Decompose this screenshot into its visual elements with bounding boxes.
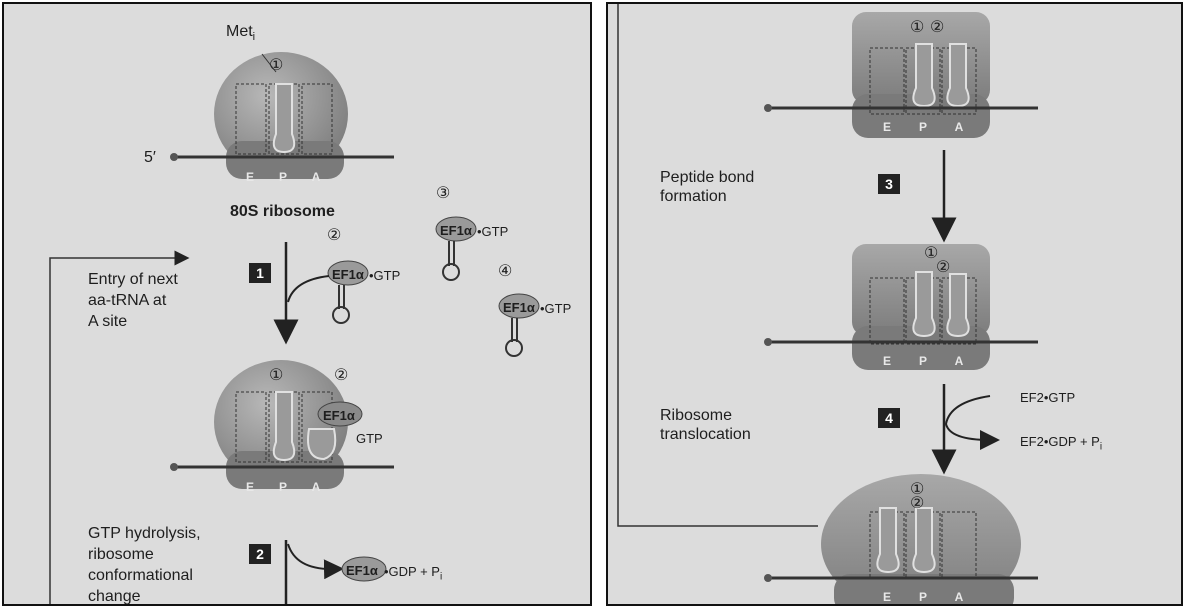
step4-line1: Ribosome xyxy=(660,407,733,424)
right-panel: ① ② E P A Peptide bond formation 3 ① ② E… xyxy=(606,2,1183,606)
gdp-label: •GDP + Pi xyxy=(384,564,443,583)
ef1a-gdp-icon xyxy=(341,556,387,582)
ribosome-r2 xyxy=(764,244,1038,370)
r-circled-1-mid: ① xyxy=(924,245,939,262)
step-1-badge: 1 xyxy=(249,263,271,283)
r-site-a-2: A xyxy=(954,354,964,368)
five-prime-label: 5′ xyxy=(144,149,156,166)
r-circled-2-mid: ② xyxy=(936,259,951,276)
step1-line1: Entry of next xyxy=(88,271,178,288)
ef1a-complex-3 xyxy=(435,216,477,281)
gtp-2: •GTP xyxy=(369,268,401,283)
ef1a-complex-2 xyxy=(327,260,369,324)
ef2-gdp-label: EF2•GDP + Pi xyxy=(1020,434,1103,453)
r-site-e-2: E xyxy=(882,354,891,368)
r-site-e-3: E xyxy=(882,590,891,604)
site-a-mid: A xyxy=(311,480,321,494)
circled-4: ④ xyxy=(498,263,513,280)
step3-line2: formation xyxy=(660,188,727,205)
step-2-badge: 2 xyxy=(249,544,271,564)
step2-line1: GTP hydrolysis, xyxy=(88,525,201,542)
left-diagram xyxy=(49,52,540,604)
circled-1-mid: ① xyxy=(269,367,284,384)
circled-1-top: ① xyxy=(269,57,284,74)
ribosome-r1 xyxy=(764,12,1038,138)
met-label: Meti xyxy=(226,23,256,44)
r-site-p-3: P xyxy=(918,590,927,604)
r-circled-2-bot: ② xyxy=(910,495,925,512)
ribosome-top xyxy=(170,52,394,179)
r-site-a-3: A xyxy=(954,590,964,604)
trna-met-icon xyxy=(272,83,296,154)
step2-line4: change xyxy=(88,588,141,605)
gtp-bound: GTP xyxy=(356,431,383,446)
step1-line3: A site xyxy=(88,313,128,330)
r-circled-1-top: ① xyxy=(910,19,925,36)
site-e: E xyxy=(245,170,254,184)
step-3-badge: 3 xyxy=(878,174,900,194)
ribosome-r3 xyxy=(764,474,1038,604)
step4-curve xyxy=(944,395,1000,450)
ef1a-2: EF1α xyxy=(332,267,364,282)
ef1a-gdp: EF1α xyxy=(346,563,378,578)
step-4-badge: 4 xyxy=(878,408,900,428)
ef1a-bound: EF1α xyxy=(323,408,355,423)
r-circled-1-bot: ① xyxy=(910,481,925,498)
circled-2-mid: ② xyxy=(334,367,349,384)
left-panel: Meti ① 5′ E P A 80S ribosome ③ EF1α •GTP… xyxy=(2,2,592,606)
r-circled-2-top: ② xyxy=(930,19,945,36)
gtp-4: •GTP xyxy=(540,301,572,316)
step3-line1: Peptide bond xyxy=(660,169,755,186)
step4-line2: translocation xyxy=(660,426,751,443)
ef1a-3: EF1α xyxy=(440,223,472,238)
ef2-gtp-label: EF2•GTP xyxy=(1020,390,1076,405)
ribosome-middle xyxy=(170,360,394,489)
r-site-p-2: P xyxy=(918,354,927,368)
right-diagram xyxy=(617,4,1038,604)
gtp-3: •GTP xyxy=(477,224,509,239)
step2-line2: ribosome xyxy=(88,546,154,563)
cycle-return-line xyxy=(49,250,190,604)
circled-3: ③ xyxy=(436,185,451,202)
step1-curve xyxy=(287,275,330,303)
site-p-mid: P xyxy=(278,480,287,494)
ef1a-complex-4 xyxy=(498,293,540,357)
site-p: P xyxy=(278,170,287,184)
circled-2: ② xyxy=(327,227,342,244)
r-site-a-1: A xyxy=(954,120,964,134)
r-site-e-1: E xyxy=(882,120,891,134)
step2-line3: conformational xyxy=(88,567,193,584)
cycle-line-right xyxy=(617,4,818,527)
ribosome-label: 80S ribosome xyxy=(230,203,335,220)
r-site-p-1: P xyxy=(918,120,927,134)
step1-line2: aa-tRNA at xyxy=(88,292,167,309)
site-a: A xyxy=(311,170,321,184)
ef1a-4: EF1α xyxy=(503,300,535,315)
step2-curve xyxy=(287,543,344,580)
site-e-mid: E xyxy=(245,480,254,494)
